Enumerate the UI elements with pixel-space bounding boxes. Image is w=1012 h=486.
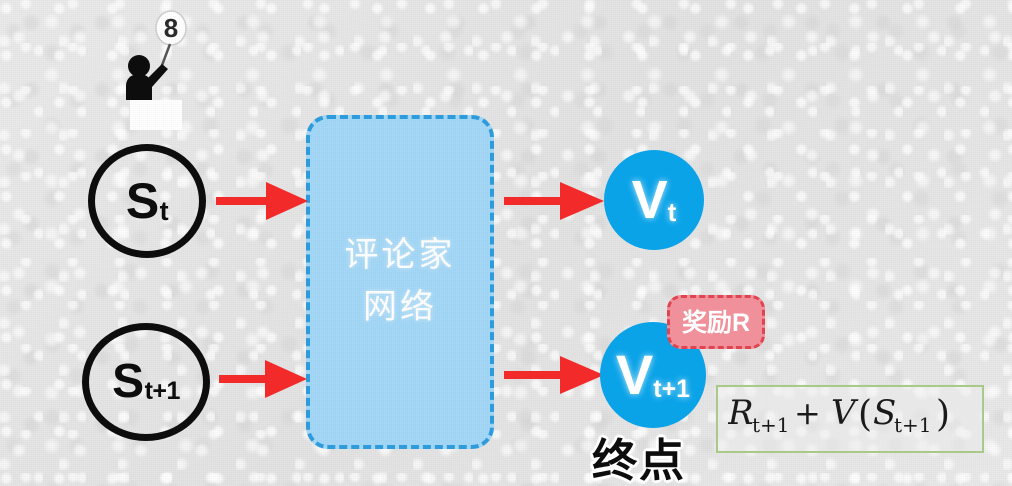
reward-badge[interactable]: 奖励R <box>667 295 766 349</box>
formula-plus: + <box>794 394 821 432</box>
arrow-state-t1-to-critic <box>219 358 311 400</box>
endpoint-label: 终点 <box>592 435 687 486</box>
value-vt-main: V <box>631 170 668 230</box>
target-value-formula: R t+1 + V ( S t+1 ) <box>727 393 950 437</box>
target-value-formula-box: R t+1 + V ( S t+1 ) <box>716 385 984 453</box>
value-vt1-main: V <box>615 343 654 406</box>
state-st-sub: t <box>159 196 169 226</box>
value-vt1-sub: t+1 <box>653 375 691 403</box>
formula-r: R <box>728 393 754 433</box>
formula-r-sub: t+1 <box>752 413 790 435</box>
state-st1-main: S <box>112 355 144 408</box>
formula-paren-close: ) <box>936 394 950 435</box>
arrow-critic-to-value-t <box>504 180 608 222</box>
state-st-main: S <box>125 173 159 229</box>
arrow-state-t-to-critic <box>216 180 312 222</box>
judge-raising-score-paddle-icon: 8 <box>118 8 208 130</box>
arrow-critic-to-value-t1 <box>504 354 608 396</box>
value-vt-sub: t <box>667 197 677 227</box>
formula-s: S <box>873 393 896 433</box>
formula-paren-open: ( <box>858 394 872 435</box>
critic-network-line-1: 评论家 <box>344 236 456 275</box>
formula-v: V <box>831 393 859 433</box>
critic-network-box[interactable]: 评论家 网络 <box>306 115 494 449</box>
formula-s-sub: t+1 <box>894 413 932 435</box>
state-st1-sub: t+1 <box>144 377 181 405</box>
critic-network-line-2: 网络 <box>363 288 437 326</box>
judge-score-text: 8 <box>164 13 178 43</box>
